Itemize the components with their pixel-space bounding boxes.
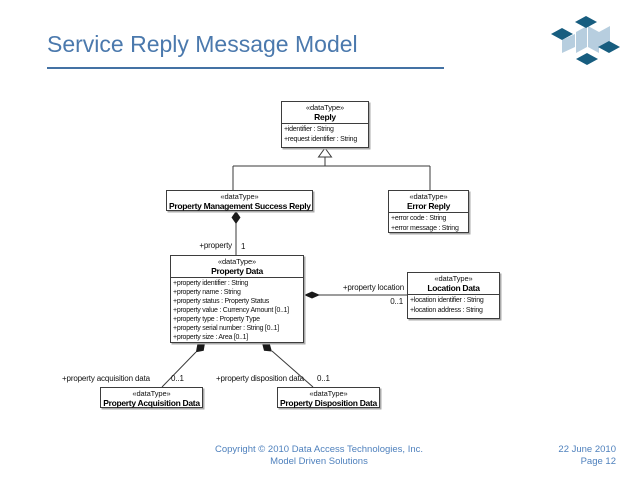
assoc-mult-property-acquisition-data: 0..1 — [171, 374, 184, 383]
class-attributes: +error code : String +error message : St… — [389, 212, 468, 232]
class-attribute: +property size : Area [0..1] — [173, 334, 248, 341]
class-name: Error Reply — [407, 201, 450, 211]
assoc-mult-property-location: 0..1 — [390, 297, 403, 306]
title-underline — [47, 67, 444, 69]
class-stereotype: «dataType» — [409, 192, 448, 201]
class-attribute: +location address : String — [410, 307, 483, 314]
generalization-tree-line — [232, 157, 431, 190]
assoc-label-property: +property — [199, 241, 232, 250]
composition-diamond-icon — [304, 291, 320, 299]
class-attribute: +property name : String — [173, 289, 241, 296]
company-logo-icon — [551, 16, 620, 65]
footer-page-number: Page 12 — [580, 456, 616, 467]
class-stereotype: «dataType» — [220, 192, 259, 201]
class-attributes: +property identifier : String +property … — [171, 277, 303, 342]
class-header: «dataType» Reply — [282, 102, 368, 123]
class-name: Property Management Success Reply — [169, 201, 311, 211]
class-stereotype: «dataType» — [434, 274, 473, 283]
page-title: Service Reply Message Model — [47, 31, 358, 57]
class-stereotype: «dataType» — [217, 257, 257, 266]
footer-date-block: 22 June 2010 Page 12 — [498, 444, 616, 468]
class-header: «dataType» Error Reply — [389, 191, 468, 212]
uml-class-property-acquisition-data: «dataType» Property Acquisition Data — [100, 387, 203, 408]
assoc-mult-property-disposition-data: 0..1 — [317, 374, 330, 383]
class-header: «dataType» Property Disposition Data — [278, 388, 379, 409]
class-attribute: +property value : Currency Amount [0..1] — [173, 307, 289, 314]
footer-date: 22 June 2010 — [558, 444, 616, 455]
uml-class-error-reply: «dataType» Error Reply +error code : Str… — [388, 190, 469, 233]
class-attribute: +error code : String — [391, 215, 447, 222]
composition-diamond-icon — [262, 343, 272, 352]
class-attributes: +location identifier : String +location … — [408, 294, 499, 318]
class-header: «dataType» Property Acquisition Data — [101, 388, 202, 409]
class-attribute: +property status : Property Status — [173, 298, 269, 305]
class-attribute: +request identifier : String — [284, 136, 357, 143]
class-name: Reply — [314, 112, 336, 122]
class-stereotype: «dataType» — [132, 389, 171, 398]
uml-class-property-disposition-data: «dataType» Property Disposition Data — [277, 387, 380, 408]
class-name: Property Disposition Data — [280, 398, 377, 408]
uml-class-property-data: «dataType» Property Data +property ident… — [170, 255, 304, 343]
uml-class-location-data: «dataType» Location Data +location ident… — [407, 272, 500, 319]
class-attribute: +error message : String — [391, 225, 459, 232]
uml-class-reply: «dataType» Reply +identifier : String +r… — [281, 101, 369, 148]
class-attribute: +property serial number : String [0..1] — [173, 325, 279, 332]
composition-diamond-icon — [231, 211, 241, 224]
class-stereotype: «dataType» — [309, 389, 348, 398]
class-attribute: +identifier : String — [284, 126, 334, 133]
class-name: Property Acquisition Data — [103, 398, 200, 408]
class-attribute: +property identifier : String — [173, 280, 249, 287]
assoc-label-property-disposition-data: +property disposition data — [216, 374, 304, 383]
footer-copyright: Copyright © 2010 Data Access Technologie… — [159, 444, 479, 468]
class-header: «dataType» Location Data — [408, 273, 499, 294]
generalization-arrow-icon — [317, 147, 333, 158]
footer-copyright-line1: Copyright © 2010 Data Access Technologie… — [214, 444, 424, 455]
class-attribute: +property type : Property Type — [173, 316, 260, 323]
assoc-label-property-location: +property location — [342, 283, 404, 292]
class-header: «dataType» Property Data — [171, 256, 303, 277]
uml-class-property-management-success-reply: «dataType» Property Management Success R… — [166, 190, 313, 211]
class-stereotype: «dataType» — [305, 103, 345, 112]
class-header: «dataType» Property Management Success R… — [167, 191, 312, 212]
footer-copyright-line2: Model Driven Solutions — [270, 456, 368, 467]
class-name: Property Data — [211, 266, 263, 276]
class-name: Location Data — [427, 283, 480, 293]
composition-diamond-icon — [195, 343, 205, 353]
class-attribute: +location identifier : String — [410, 297, 484, 304]
assoc-label-property-acquisition-data: +property acquisition data — [62, 374, 150, 383]
assoc-mult-property: 1 — [241, 242, 246, 251]
class-attributes: +identifier : String +request identifier… — [282, 123, 368, 147]
